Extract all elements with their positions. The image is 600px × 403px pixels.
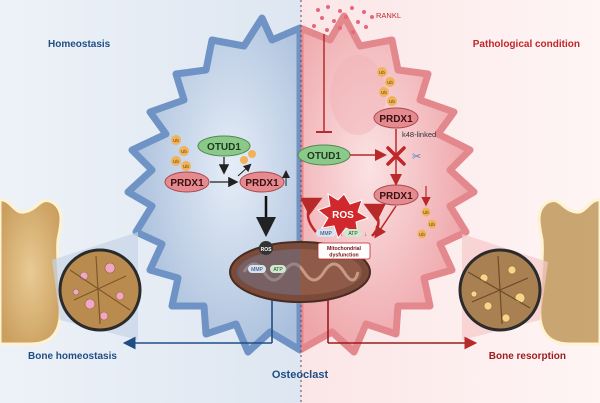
prdx1-label-left-a: PRDX1 — [170, 178, 204, 189]
ros-burst-small-left — [259, 241, 273, 255]
mito-dysfunction-box — [317, 242, 371, 260]
atp-pill-left — [270, 265, 286, 273]
right-pathway: OTUD1 PRDX1 PRDX1 k48-linked ✂ Ub Ub Ub … — [297, 34, 437, 260]
nucleus-shading — [330, 55, 386, 135]
homeostasis-title: Homeostasis — [48, 39, 111, 50]
otud1-label-right: OTUD1 — [307, 151, 341, 162]
prdx1-label-right-top: PRDX1 — [379, 114, 413, 125]
down-arrow-mmp: ↓ — [340, 232, 343, 238]
bone-left — [0, 198, 142, 346]
ros-burst-right: ROS — [316, 193, 370, 240]
svg-text:ROS: ROS — [332, 210, 354, 221]
svg-text:MMP: MMP — [251, 267, 263, 273]
mito-dysfunction-line1: Mitochondrial — [327, 246, 362, 252]
svg-text:Ub: Ub — [181, 149, 187, 154]
svg-text:Ub: Ub — [381, 90, 387, 95]
svg-text:Ub: Ub — [387, 80, 393, 85]
svg-text:MMP: MMP — [320, 231, 332, 237]
prdx1-label-left-b: PRDX1 — [245, 178, 279, 189]
otud1-label-left: OTUD1 — [207, 142, 241, 153]
svg-text:ATP: ATP — [348, 231, 358, 237]
svg-text:Ub: Ub — [423, 210, 429, 215]
left-pathway: OTUD1 PRDX1 PRDX1 Ub Ub Ub Ub ROS MMP AT… — [164, 135, 290, 273]
svg-text:Ub: Ub — [419, 232, 425, 237]
bone-right — [458, 198, 600, 346]
svg-text:Ub: Ub — [183, 164, 189, 169]
bone-resorption-label: Bone resorption — [489, 351, 566, 362]
prdx1-node-left-b — [239, 171, 285, 193]
svg-text:Ub: Ub — [173, 138, 179, 143]
otud1-node-left — [197, 135, 251, 157]
rankl-particles — [312, 5, 374, 34]
svg-text:Ub: Ub — [173, 159, 179, 164]
ub-cluster-left: Ub Ub Ub Ub — [171, 135, 256, 171]
scissors-icon: ✂ — [412, 151, 421, 163]
prdx1-node-right-top — [373, 107, 419, 129]
atp-pill-right — [344, 229, 362, 237]
mito-dysfunction-line2: dysfunction — [329, 253, 358, 259]
rankl-label: RANKL — [376, 11, 401, 20]
block-x-mark — [386, 146, 406, 166]
svg-text:Ub: Ub — [379, 70, 385, 75]
svg-text:Ub: Ub — [389, 99, 395, 104]
osteoclast-label: Osteoclast — [272, 369, 329, 381]
pathological-title: Pathological condition — [473, 39, 580, 50]
bone-homeostasis-label: Bone homeostasis — [28, 351, 117, 362]
svg-text:Ub: Ub — [429, 222, 435, 227]
k48-linked-label: k48-linked — [402, 130, 436, 139]
ub-released-right: Ub Ub Ub — [417, 186, 437, 239]
svg-text:ATP: ATP — [273, 267, 283, 273]
svg-text:ROS: ROS — [261, 247, 273, 253]
prdx1-node-left-a — [164, 171, 210, 193]
ub-chain-right: Ub Ub Ub Ub — [377, 67, 397, 106]
down-arrow-atp: ↓ — [364, 232, 367, 238]
prdx1-label-right-bottom: PRDX1 — [379, 191, 413, 202]
mmp-pill-right — [316, 229, 336, 237]
mmp-pill-left — [248, 265, 266, 273]
